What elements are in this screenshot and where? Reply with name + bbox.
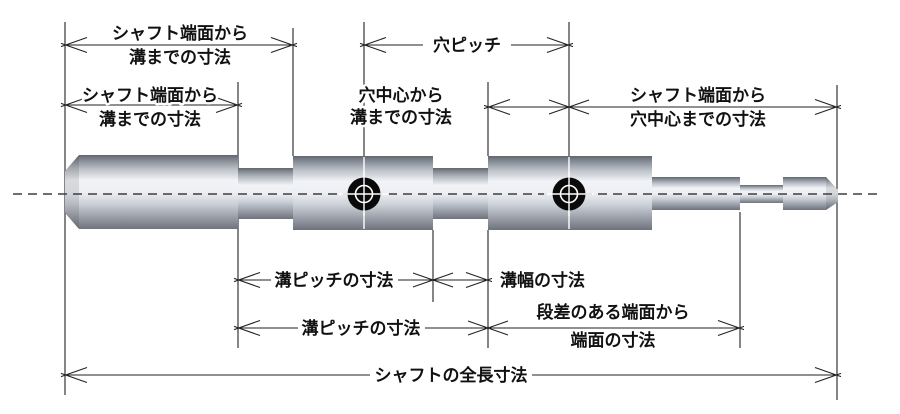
label: 溝ピッチの寸法 [302, 318, 421, 338]
dim-hole-center-to-groove: 穴中心から 溝までの寸法 [348, 83, 590, 130]
shaft [65, 155, 838, 230]
label-line1: シャフト端面から [112, 23, 248, 43]
label: 穴ピッチ [433, 35, 501, 55]
arrowheads [60, 96, 243, 114]
label: シャフトの全長寸法 [375, 365, 528, 385]
label-line1: シャフト端面から [82, 85, 218, 105]
label-mask [423, 34, 511, 56]
dim-groove-pitch-lower: 溝ピッチの寸法 [233, 316, 509, 341]
shaft-section-7-thin [740, 185, 783, 203]
arrowheads [483, 98, 590, 116]
shaft-section-1-large [65, 155, 238, 229]
arrowheads [814, 98, 842, 116]
label-mask [271, 269, 398, 291]
dim-groove-pitch-upper: 溝ピッチの寸法 [233, 268, 454, 293]
label: 溝ピッチの寸法 [275, 270, 394, 290]
arrowheads [465, 271, 493, 289]
label-mask [370, 364, 532, 386]
arrowheads [233, 319, 509, 337]
label-line2: 端面の寸法 [571, 330, 656, 350]
arrowheads [60, 36, 298, 54]
dim-shaft-end-to-groove-inner: シャフト端面から 溝までの寸法 [60, 83, 243, 132]
label-mask [298, 317, 425, 339]
shaft-left-chamfer [65, 155, 79, 229]
dim-total-length: シャフトの全長寸法 [60, 363, 842, 388]
dim-shaft-end-to-hole-center: シャフト端面から 穴中心までの寸法 [569, 83, 842, 132]
arrowheads [233, 271, 454, 289]
label-line1: 穴中心から [359, 85, 444, 105]
arrowheads [717, 319, 745, 337]
label-line1: シャフト端面から [630, 85, 766, 105]
dim-shaft-end-to-groove-outer: シャフト端面から 溝までの寸法 [60, 21, 298, 70]
label-line2: 溝までの寸法 [350, 107, 452, 127]
label-line2: 溝までの寸法 [99, 109, 201, 129]
label: 溝幅の寸法 [500, 270, 585, 290]
arrowheads [359, 36, 574, 54]
hole-2 [544, 172, 594, 216]
dim-groove-width: 溝幅の寸法 [433, 268, 588, 293]
label-line2: 穴中心までの寸法 [630, 109, 766, 129]
dim-hole-pitch: 穴ピッチ [359, 33, 574, 58]
label-line1: 段差のある端面から [537, 302, 690, 322]
dim-step-face-to-face: 段差のある端面から 端面の寸法 [488, 300, 745, 353]
arrowheads [60, 366, 842, 384]
label-line2: 溝までの寸法 [129, 47, 231, 67]
hole-1 [339, 172, 389, 216]
